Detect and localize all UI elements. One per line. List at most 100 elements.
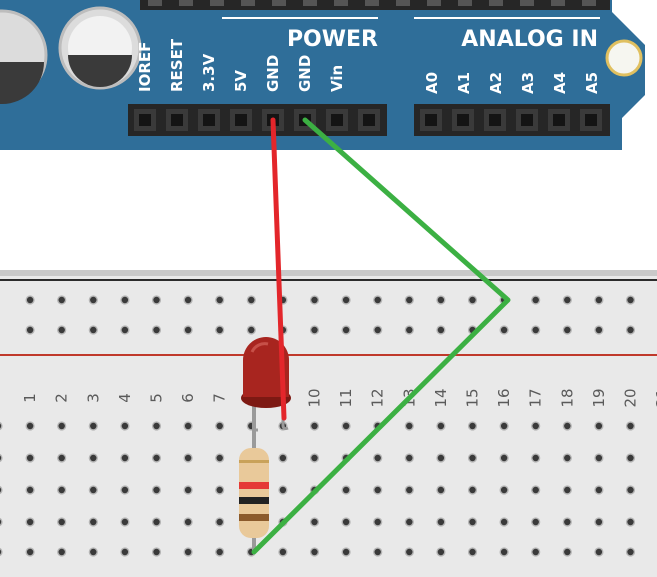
rail-hole: [153, 326, 160, 334]
terminal-hole: [595, 518, 603, 526]
column-number: 6: [179, 393, 197, 403]
column-number: 2: [53, 393, 71, 403]
capacitor-right: [58, 6, 142, 90]
terminal-hole: [216, 518, 223, 526]
analog-header: [414, 104, 610, 136]
terminal-hole: [627, 548, 634, 556]
terminal-hole: [564, 518, 571, 526]
rail-hole: [564, 296, 571, 304]
terminal-hole: [279, 486, 287, 494]
rail-hole: [153, 296, 160, 304]
terminal-hole: [26, 486, 34, 494]
analog-pin-label: A3: [519, 72, 537, 94]
rail-hole: [121, 326, 129, 334]
terminal-hole: [90, 548, 97, 556]
column-number: 5: [148, 393, 166, 403]
terminal-hole: [121, 548, 129, 556]
rail-hole: [90, 296, 97, 304]
rail-hole: [58, 326, 65, 334]
terminal-hole: [216, 548, 223, 556]
terminal-hole: [532, 486, 539, 494]
column-number: 20: [622, 388, 640, 407]
terminal-hole: [595, 422, 603, 430]
power-pin-label: IOREF: [136, 42, 154, 92]
terminal-hole: [532, 518, 539, 526]
terminal-hole: [153, 422, 160, 430]
column-number: 10: [306, 388, 324, 407]
terminal-hole: [184, 454, 192, 462]
rail-hole: [406, 296, 413, 304]
power-section-label: POWER: [287, 27, 378, 52]
analog-pin-label: A5: [583, 72, 601, 94]
terminal-hole: [406, 454, 413, 462]
terminal-hole: [184, 548, 192, 556]
terminal-hole: [58, 486, 65, 494]
column-number: 19: [590, 388, 608, 407]
rail-hole: [26, 326, 34, 334]
terminal-hole: [90, 518, 97, 526]
rail-hole: [627, 326, 634, 334]
rail-hole: [311, 296, 318, 304]
terminal-hole: [627, 486, 634, 494]
power-pin-label: 5V: [232, 70, 250, 92]
column-number: 21: [653, 388, 657, 407]
terminal-hole: [437, 454, 445, 462]
rail-hole: [184, 296, 192, 304]
terminal-hole: [0, 487, 2, 493]
analog-pin-label: A0: [423, 72, 441, 94]
column-number: 1: [21, 393, 39, 403]
rail-hole: [374, 326, 381, 334]
rail-hole: [595, 296, 603, 304]
terminal-hole: [311, 422, 318, 430]
terminal-hole: [58, 548, 65, 556]
led-body: [243, 337, 289, 397]
terminal-hole: [311, 454, 318, 462]
terminal-hole: [216, 486, 223, 494]
column-number: 3: [84, 393, 102, 403]
power-pin-label: Vin: [328, 65, 346, 92]
terminal-hole: [184, 422, 192, 430]
resistor-band-2: [239, 497, 269, 504]
rail-hole: [532, 326, 539, 334]
terminal-hole: [564, 548, 571, 556]
terminal-hole: [532, 422, 539, 430]
column-number: 18: [558, 388, 576, 407]
terminal-hole: [121, 454, 129, 462]
terminal-hole: [311, 548, 318, 556]
power-header: [128, 104, 387, 136]
terminal-hole: [627, 518, 634, 526]
terminal-hole: [564, 454, 571, 462]
mounting-hole: [605, 39, 643, 77]
terminal-hole: [469, 454, 476, 462]
terminal-hole: [216, 422, 223, 430]
terminal-hole: [406, 518, 413, 526]
terminal-hole: [595, 548, 603, 556]
terminal-hole: [279, 548, 287, 556]
analog-pin-label: A4: [551, 72, 569, 94]
column-number: 4: [116, 393, 134, 403]
terminal-hole: [437, 518, 445, 526]
rail-hole: [216, 296, 223, 304]
terminal-hole: [342, 422, 350, 430]
power-pin-label: GND: [264, 55, 282, 92]
terminal-hole: [627, 422, 634, 430]
terminal-hole: [532, 454, 539, 462]
rail-hole: [216, 326, 223, 334]
terminal-hole: [26, 548, 34, 556]
terminal-hole: [0, 549, 2, 555]
terminal-hole: [406, 486, 413, 494]
wire-gnd: [251, 117, 511, 555]
terminal-hole: [90, 454, 97, 462]
terminal-hole: [90, 486, 97, 494]
column-number: 16: [495, 388, 513, 407]
terminal-hole: [374, 486, 381, 494]
terminal-hole: [0, 519, 2, 525]
power-pin-label: 3.3V: [200, 53, 218, 92]
rail-hole: [248, 296, 255, 304]
rail-hole: [437, 296, 445, 304]
terminal-hole: [216, 454, 223, 462]
terminal-hole: [279, 454, 287, 462]
terminal-hole: [184, 518, 192, 526]
